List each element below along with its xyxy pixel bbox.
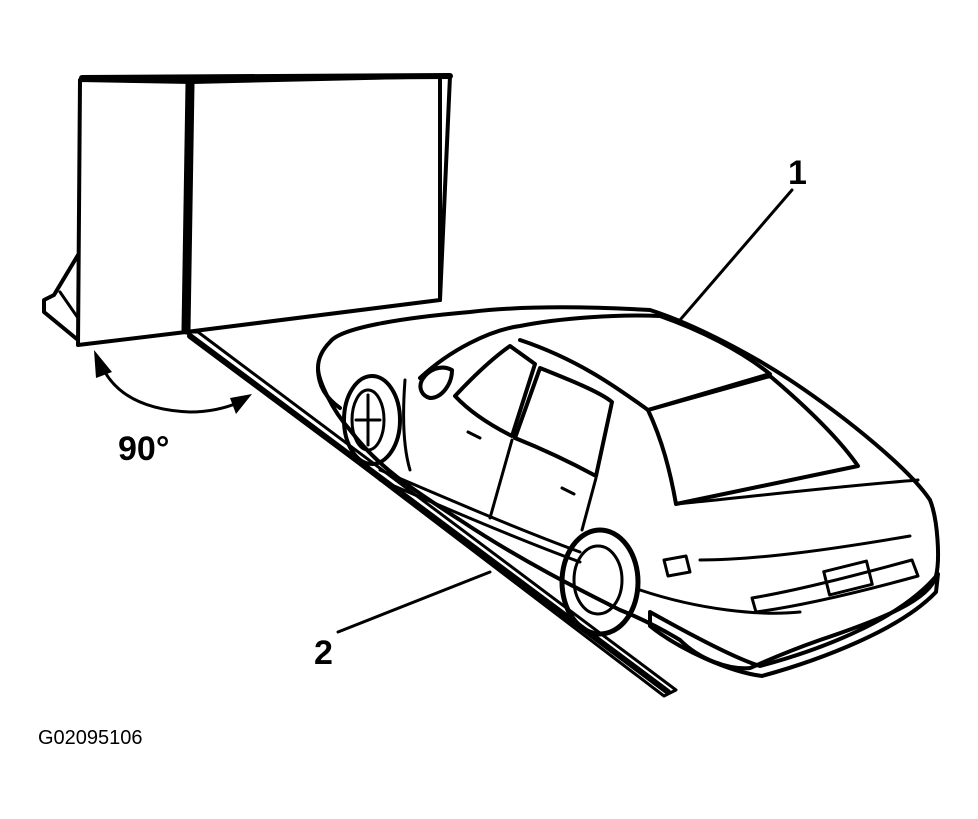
rear-side-window	[513, 366, 614, 478]
rear-wheel	[559, 527, 641, 637]
straightedge-bar	[184, 330, 678, 698]
straightedge	[184, 330, 678, 698]
board-support-leg	[42, 253, 80, 342]
board-right-panel	[184, 74, 452, 334]
fuel-door	[662, 554, 692, 578]
reference-board	[42, 73, 453, 347]
angle-indicator	[94, 350, 252, 414]
side-mirror	[418, 365, 454, 400]
figure-id: G02095106	[38, 727, 143, 749]
leader-line-2	[336, 570, 492, 634]
angle-arc	[98, 360, 242, 414]
rear-window	[646, 374, 860, 506]
board-left-panel	[76, 78, 194, 347]
front-side-window	[453, 344, 537, 438]
leader-line-1	[678, 188, 794, 322]
rear-bumper	[648, 572, 940, 678]
vehicle	[316, 305, 940, 678]
arrow-head-right	[230, 394, 252, 414]
license-plate	[822, 559, 874, 597]
angle-label: 90°	[118, 430, 169, 468]
tail-lamp	[750, 558, 920, 614]
callout-1: 1	[788, 154, 807, 192]
arrow-head-left	[94, 350, 112, 378]
front-wheel	[342, 374, 402, 466]
callout-2: 2	[314, 634, 333, 672]
